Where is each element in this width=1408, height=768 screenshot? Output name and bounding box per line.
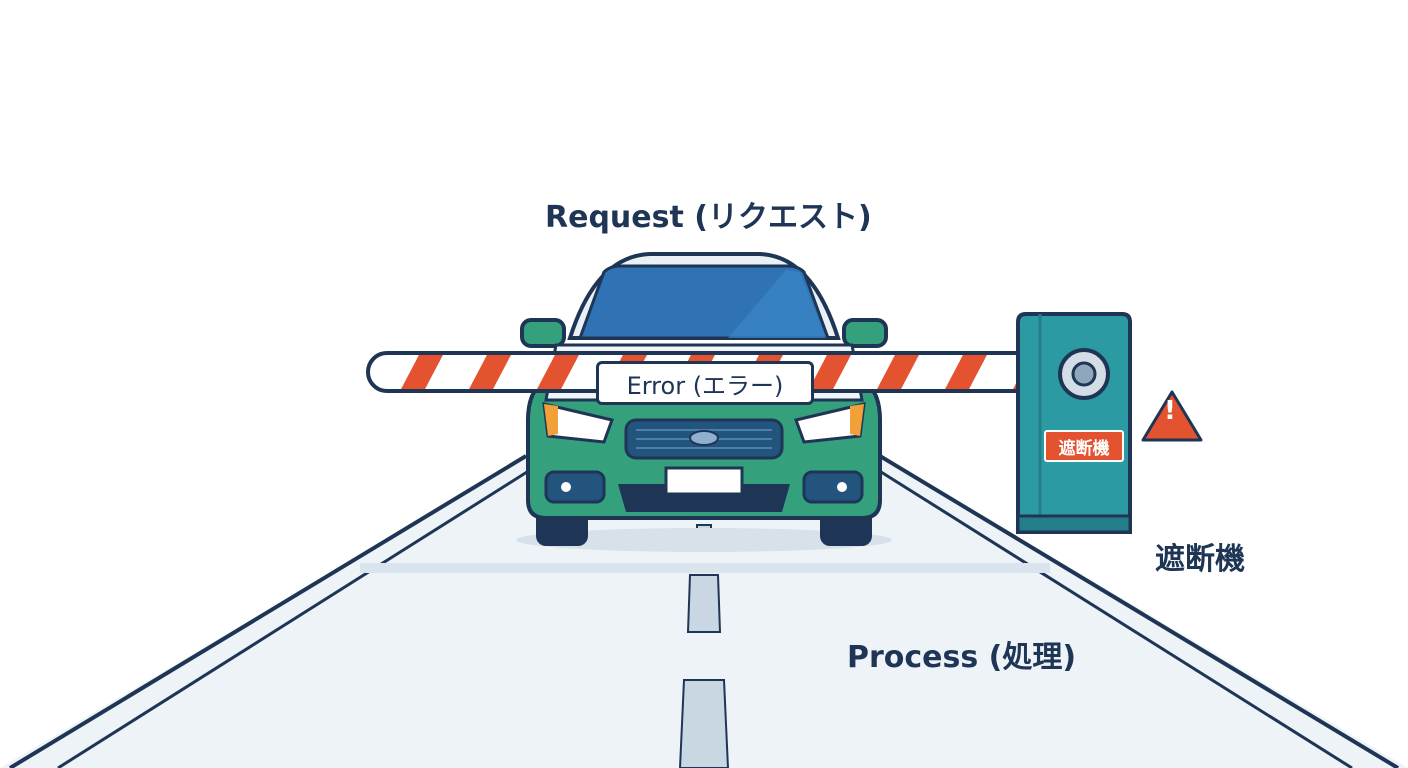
error-label: Error (エラー) — [596, 361, 814, 405]
request-label: Request (リクエスト) — [545, 200, 872, 235]
barrier-gate-icon — [1016, 312, 1132, 534]
warning-triangle-icon — [1141, 390, 1203, 442]
barrier-label: 遮断機 — [1155, 542, 1245, 577]
barrier-sign: 遮断機 — [1044, 430, 1124, 462]
lane-marking — [686, 574, 722, 633]
process-label: Process (処理) — [847, 640, 1077, 675]
car-icon — [516, 252, 892, 552]
warning-mark: ! — [1164, 396, 1176, 426]
lane-marking — [678, 679, 730, 768]
stop-line — [360, 563, 1050, 573]
